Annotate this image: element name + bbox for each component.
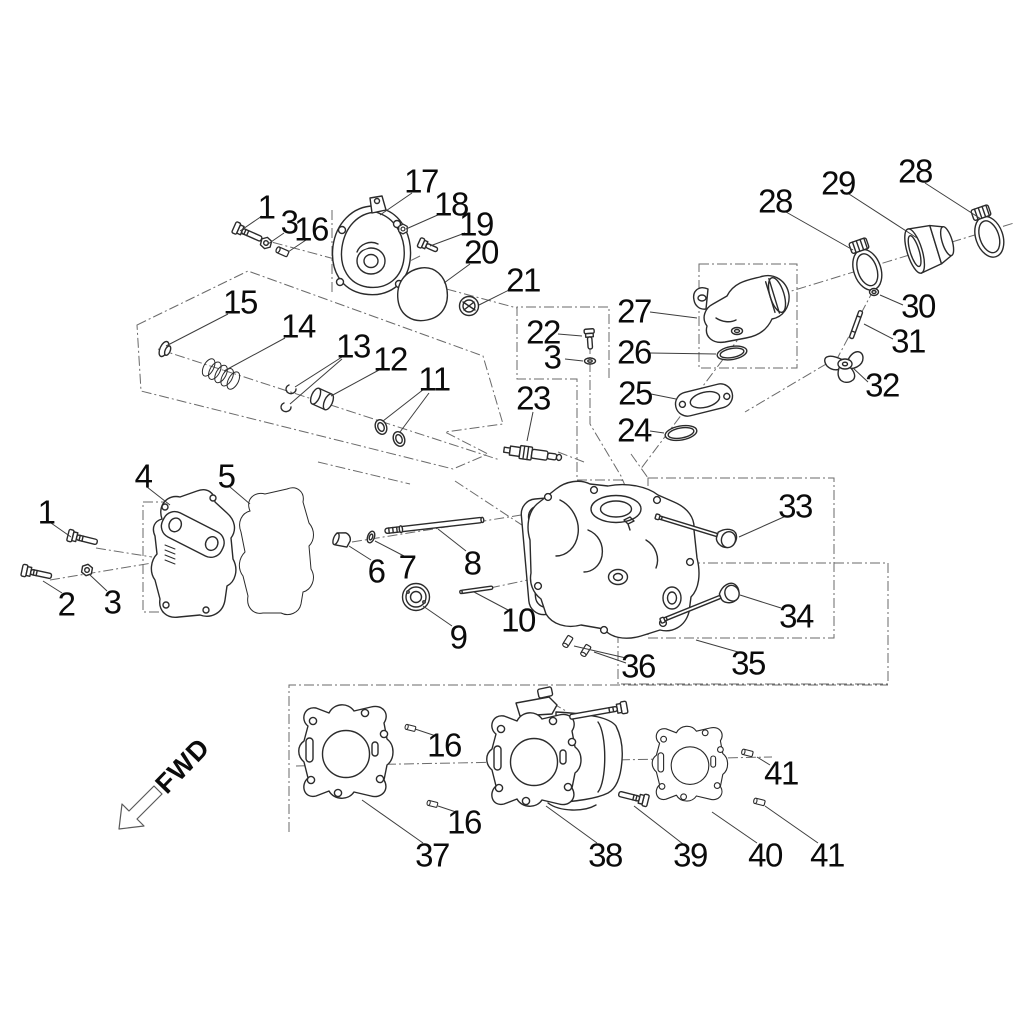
callout-27: 27: [617, 292, 652, 330]
bearing-9: [401, 582, 431, 612]
bolt-2: [20, 563, 54, 583]
callout-19: 19: [459, 205, 494, 243]
spacer-16-top: [274, 245, 290, 258]
cap-nut-6: [332, 532, 352, 548]
nut-3-mid: [583, 357, 597, 365]
leader-lines: [42, 182, 982, 845]
callout-29: 29: [821, 164, 856, 202]
callout-41-upper: 41: [764, 754, 799, 792]
callout-10: 10: [501, 601, 536, 639]
stud-31: [848, 310, 864, 340]
callout-5: 5: [217, 457, 236, 495]
callout-16-top: 16: [294, 210, 329, 248]
spring-retainer-15: [158, 340, 172, 358]
cover-gasket-5: [238, 487, 314, 616]
callout-17: 17: [404, 162, 439, 200]
bolt-1-left: [65, 528, 100, 549]
cotters-13: [280, 384, 297, 413]
clamp-28-left: [843, 235, 888, 295]
callout-33: 33: [778, 487, 813, 525]
callout-39: 39: [673, 836, 708, 874]
pump-gasket: [397, 267, 449, 322]
callout-40: 40: [748, 836, 783, 874]
valve-seals-11: [374, 419, 406, 447]
callout-23: 23: [516, 379, 551, 417]
clamp-28-right: [965, 202, 1010, 262]
base-gasket-40: [651, 725, 729, 802]
manifold-gasket-25: [674, 383, 734, 417]
dowel-16-upper: [404, 723, 417, 733]
callout-25: 25: [618, 374, 653, 412]
callout-11: 11: [418, 360, 451, 398]
callout-24: 24: [617, 411, 652, 449]
callout-18: 18: [434, 185, 469, 223]
callout-35: 35: [731, 644, 766, 682]
cylinder-head: [527, 480, 700, 639]
callout-2: 2: [57, 585, 76, 623]
callout-20: 20: [464, 233, 499, 271]
o-ring-26: [716, 345, 748, 361]
callout-12: 12: [373, 340, 408, 378]
callout-22: 22: [526, 313, 561, 351]
nut-3-left: [80, 562, 94, 578]
callout-41-lower: 41: [810, 836, 845, 874]
callout-36: 36: [621, 647, 656, 685]
nut-18: [398, 223, 408, 235]
callout-15: 15: [223, 283, 258, 321]
cylinder-38: [486, 686, 623, 811]
callout-16-mid: 16: [427, 726, 462, 764]
seal-21: [458, 295, 480, 317]
callout-8: 8: [463, 544, 482, 582]
callout-3-mid: 3: [543, 338, 562, 376]
callout-1-left: 1: [37, 493, 56, 531]
o-ring-24: [664, 424, 698, 442]
callout-28-right: 28: [898, 152, 933, 190]
callout-3-left: 3: [103, 583, 122, 621]
callout-9: 9: [449, 618, 468, 656]
bolt-19: [416, 236, 441, 256]
callout-1-top: 1: [257, 188, 276, 226]
callout-34: 34: [779, 597, 814, 635]
joint-boss-29: [904, 224, 955, 274]
callout-31: 31: [891, 322, 926, 360]
fwd-arrow: [118, 785, 163, 830]
impeller-32: [824, 351, 864, 384]
callout-4: 4: [134, 457, 153, 495]
intake-manifold: [692, 275, 790, 344]
head-cover-4: [150, 489, 237, 618]
callout-30: 30: [901, 287, 936, 325]
spring-seat-12: [309, 387, 335, 411]
callout-3-top: 3: [280, 203, 299, 241]
spark-plug-23: [502, 444, 563, 462]
bolt-39: [616, 787, 651, 808]
dowel-16-lower: [426, 799, 439, 809]
nut-30: [868, 287, 880, 297]
callout-21: 21: [506, 261, 541, 299]
bolt-22: [583, 327, 597, 351]
callout-32: 32: [865, 366, 900, 404]
callout-14: 14: [281, 307, 316, 345]
callout-13: 13: [336, 327, 371, 365]
water-pump-cover: [331, 195, 412, 296]
callout-26: 26: [617, 333, 652, 371]
head-gasket-37: [298, 704, 394, 799]
callout-7: 7: [398, 548, 417, 586]
callout-16-bottom: 16: [447, 803, 482, 841]
shaft-10: [459, 585, 494, 595]
rocker-shaft-8: [384, 516, 485, 535]
washer-7: [365, 529, 377, 545]
dowel-41-upper: [740, 748, 754, 758]
callout-38: 38: [588, 836, 623, 874]
callout-37: 37: [415, 836, 450, 874]
dowel-41-lower: [752, 797, 766, 807]
callout-6: 6: [367, 552, 386, 590]
callout-28-left: 28: [758, 182, 793, 220]
